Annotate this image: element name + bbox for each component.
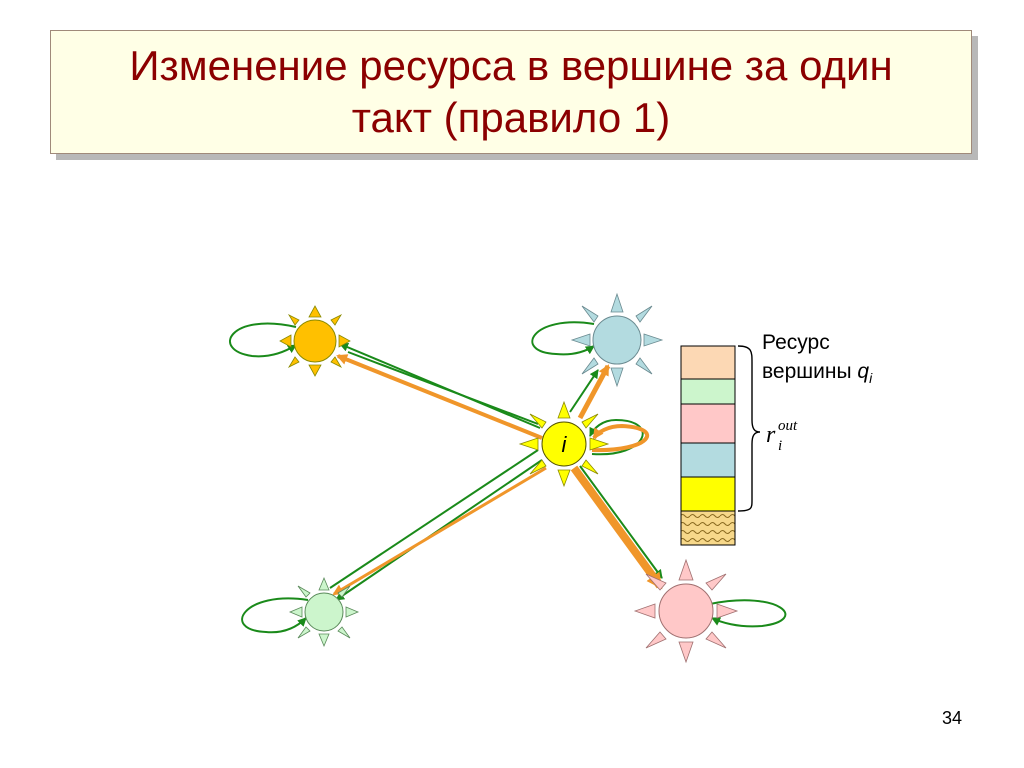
resource-label-line1: Ресурс [762,331,830,354]
edge-tl-out-green [347,351,539,425]
resource-stack [680,345,736,546]
edge-br-orange [570,465,664,590]
node-ray [330,314,343,326]
node-ray [589,437,610,451]
node-ray [645,573,667,591]
node-bottom-right [633,558,739,664]
node-body [293,319,337,363]
node-ray [279,334,292,348]
edge-tr-orange [577,364,611,420]
page-number: 34 [941,708,962,728]
node-body [304,592,344,632]
node-ray [633,603,656,619]
self-loop-bottom-left [241,597,309,634]
node-top-left [279,305,351,377]
edge-bl-green-2 [329,449,539,589]
stack-block-textured [680,510,736,546]
node-ray [318,576,330,591]
edge-tl-orange [336,354,543,440]
node-ray [570,333,591,347]
node-ray [287,314,300,326]
node-ray [705,631,727,649]
node-ray [297,626,311,639]
node-ray [288,606,303,618]
edge-bl-orange [332,466,547,596]
rout-sub: i [778,438,782,454]
node-top-right [570,292,664,388]
node-ray [557,400,571,419]
node-ray [705,573,727,591]
resource-label-sub: i [869,370,873,386]
edge-tr-green [569,369,599,413]
node-ray [308,305,322,318]
edge-br-green [579,465,663,579]
node-body [592,315,642,365]
self-loop-bottom-right [709,599,787,628]
node-ray [337,585,351,598]
title-line-1: Изменение ресурса в вершине за один [129,42,893,89]
node-ray [337,626,351,639]
self-loop-center-orange [591,423,650,453]
node-ray [581,305,599,323]
node-ray [318,633,330,648]
node-ray [529,459,547,475]
node-ray [308,364,322,377]
rout-sup: out [778,418,798,434]
stack-block-blue [680,442,736,478]
center-node-label: i [562,432,568,457]
stack-block-yellow [680,476,736,512]
node-ray [678,558,694,581]
slide-title: Изменение ресурса в вершине за один такт… [50,30,972,154]
node-ray [297,585,311,598]
resource-label-var: q [857,360,869,383]
node-ray [338,334,351,348]
resource-label-prefix: вершины [762,360,857,383]
node-bottom-left [288,576,360,648]
resource-label-line2: вершины qi [762,360,873,386]
stack-block-peach [680,345,736,380]
node-ray [610,367,624,388]
brace [737,345,761,512]
node-body [541,421,587,467]
node-ray [581,413,599,429]
title-line-2: такт (правило 1) [351,94,671,141]
node-center-i: i [518,400,610,488]
self-loop-center-green [589,418,644,456]
rout-base: r [766,422,776,448]
stack-block-green [680,378,736,405]
node-body [658,583,714,639]
node-ray [345,606,360,618]
node-ray [643,333,664,347]
node-ray [330,356,343,368]
node-ray [529,413,547,429]
node-ray [635,357,653,375]
node-ray [581,459,599,475]
node-ray [645,631,667,649]
node-ray [678,641,694,664]
stack-block-pink [680,403,736,444]
node-ray [557,469,571,488]
node-ray [610,292,624,313]
self-loop-top-right [531,321,595,356]
self-loop-top-left [229,322,297,358]
node-ray [518,437,539,451]
node-ray [287,356,300,368]
node-ray [635,305,653,323]
node-ray [716,603,739,619]
node-ray [581,357,599,375]
